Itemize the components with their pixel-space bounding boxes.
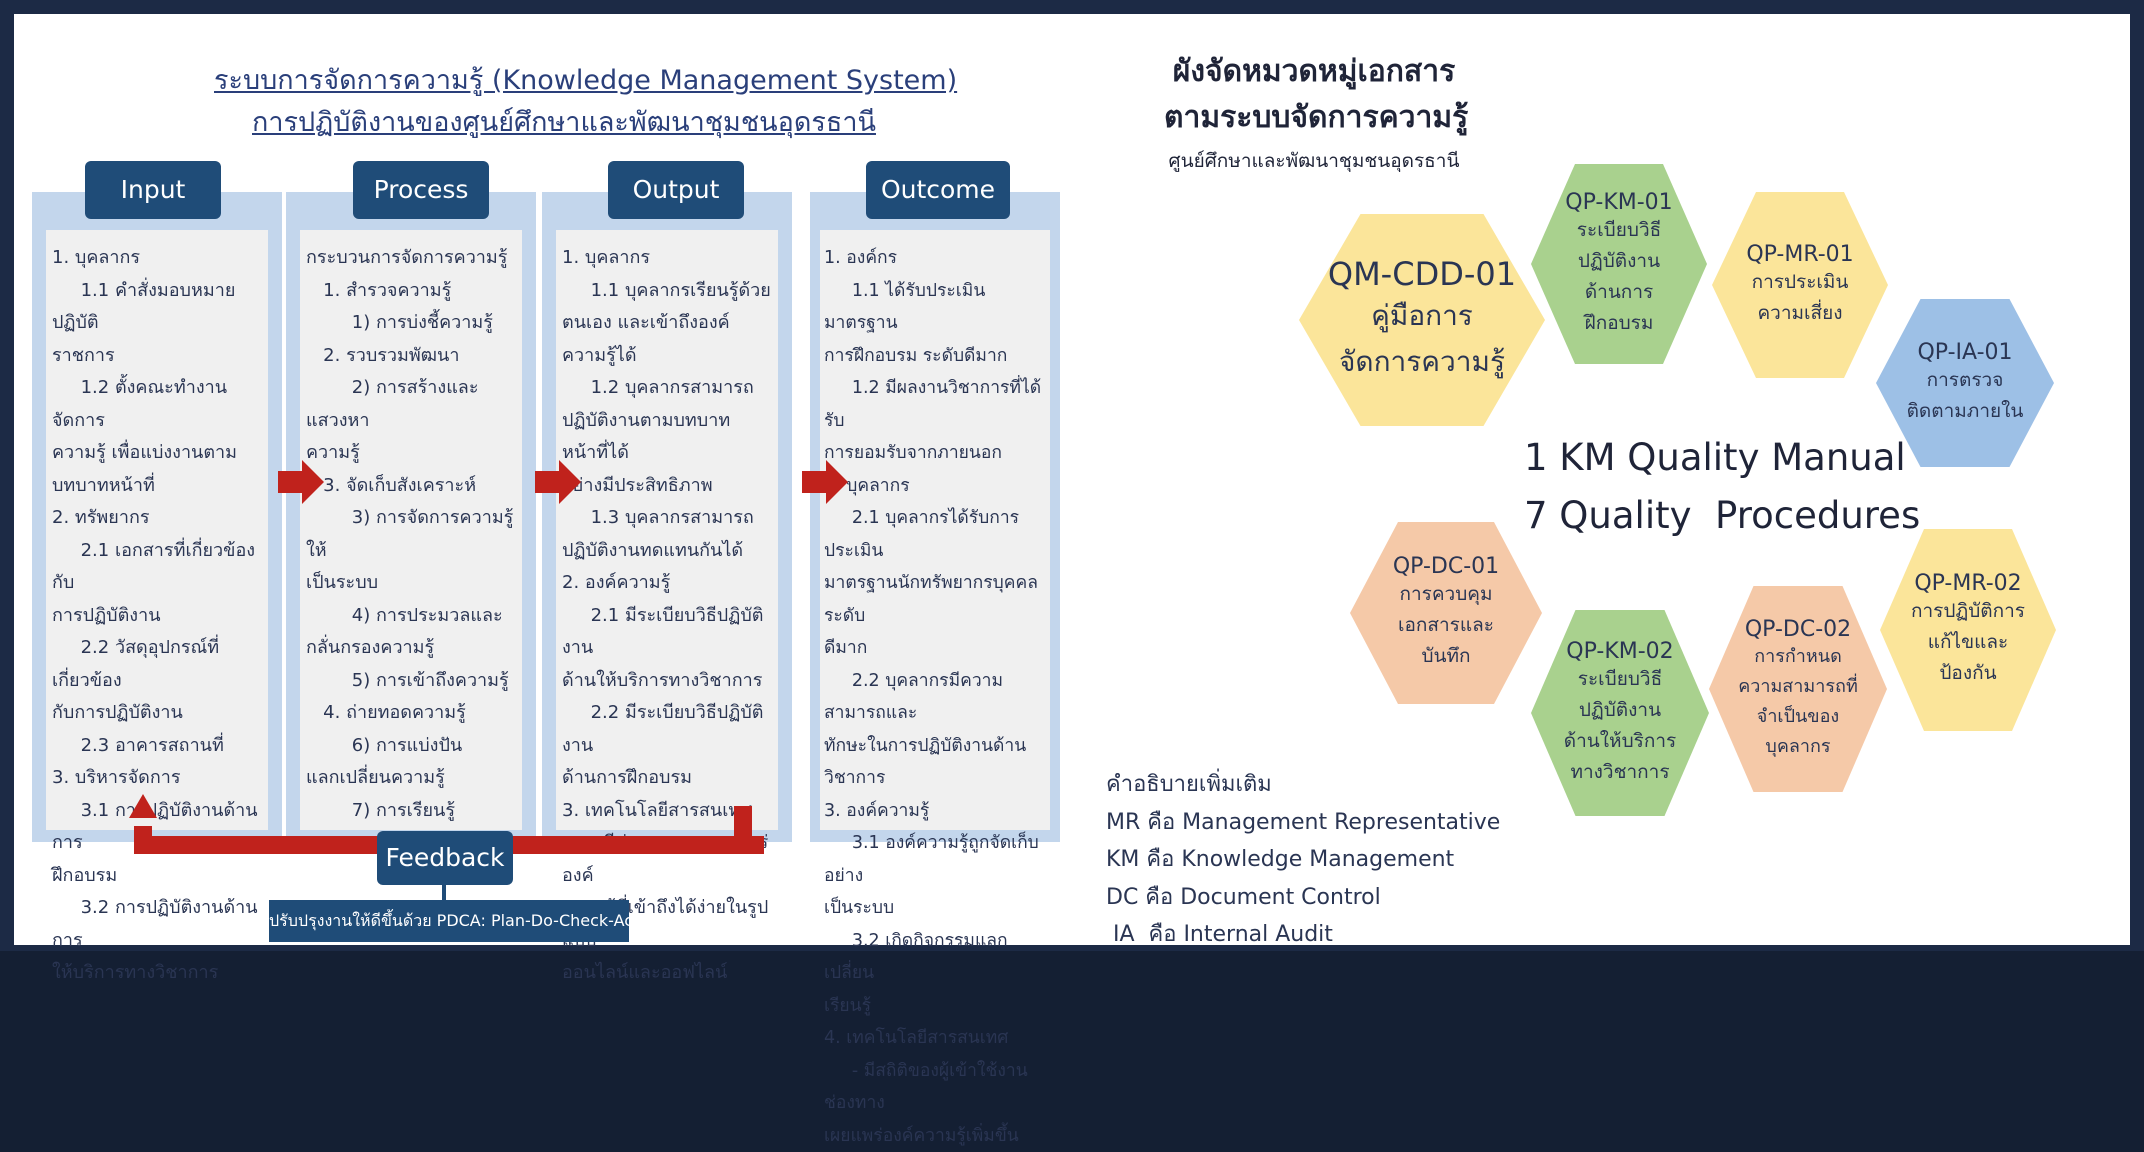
input-column: 1. บุคลากร 1.1 คำสั่งมอบหมายปฏิบัติ ราชก…	[32, 192, 282, 983]
km-system-subtitle: การปฏิบัติงานของศูนย์ศึกษาและพัฒนาชุมชนอ…	[252, 107, 876, 138]
hex-code: QP-MR-01	[1746, 241, 1854, 267]
hex-name: คู่มือการ จัดการความรู้	[1339, 299, 1505, 378]
hex-qm-cdd-01: QM-CDD-01 คู่มือการ จัดการความรู้	[1299, 214, 1545, 426]
hex-code: QP-KM-01	[1565, 189, 1673, 215]
hex-name: การปฏิบัติการ แก้ไขและ ป้องกัน	[1911, 600, 2025, 684]
outcome-header: Outcome	[866, 161, 1010, 219]
input-header: Input	[85, 161, 221, 219]
process-header: Process	[353, 161, 489, 219]
center-label-procedures: 7 Quality Procedures	[1524, 494, 1921, 537]
legend-item-mr: MR คือ Management Representative	[1106, 809, 1501, 835]
output-header: Output	[608, 161, 744, 219]
hex-name: ระเบียบวิธี ปฏิบัติงาน ด้านให้บริการ ทาง…	[1563, 667, 1677, 783]
arrow-output-to-outcome-icon	[802, 460, 848, 504]
pdca-box: ปรับปรุงงานให้ดีขึ้นด้วย PDCA: Plan-Do-C…	[269, 900, 639, 942]
feedback-connector	[442, 884, 446, 900]
hex-code: QP-IA-01	[1917, 339, 2013, 365]
process-column: กระบวนการจัดการความรู้ 1. สำรวจความรู้ 1…	[286, 192, 536, 842]
hex-qp-mr-01: QP-MR-01 การประเมิน ความเสี่ยง	[1712, 192, 1888, 378]
feedback-arrow-up-icon	[129, 794, 157, 818]
hex-code: QP-DC-02	[1744, 616, 1852, 642]
hex-name: ระเบียบวิธี ปฏิบัติงาน ด้านการ ฝึกอบรม	[1576, 218, 1662, 334]
hex-name: การตรวจ ติดตามภายใน	[1906, 368, 2024, 422]
km-system-title: ระบบการจัดการความรู้ (Knowledge Manageme…	[214, 65, 958, 96]
output-column-text: 1. บุคลากร 1.1 บุคลากรเรียนรู้ด้วย ตนเอง…	[562, 247, 771, 983]
doc-chart-subtitle: ศูนย์ศึกษาและพัฒนาชุมชนอุดรธานี	[1168, 150, 1460, 172]
feedback-box: Feedback	[377, 831, 513, 885]
hex-name: การควบคุม เอกสารและ บันทึก	[1398, 583, 1494, 667]
hex-qp-dc-01: QP-DC-01 การควบคุม เอกสารและ บันทึก	[1350, 522, 1542, 704]
legend: คำอธิบายเพิ่มเติม MR คือ Management Repr…	[1106, 766, 1500, 954]
legend-item-ia: IA คือ Internal Audit	[1106, 922, 1333, 947]
outcome-column-text: 1. องค์กร 1.1 ได้รับประเมินมาตรฐาน การฝึ…	[824, 248, 1042, 1146]
hex-qp-km-01: QP-KM-01 ระเบียบวิธี ปฏิบัติงาน ด้านการ …	[1531, 164, 1707, 364]
hex-code: QM-CDD-01	[1327, 255, 1517, 293]
legend-item-km: KM คือ Knowledge Management	[1106, 847, 1455, 872]
legend-heading: คำอธิบายเพิ่มเติม	[1106, 772, 1272, 797]
hex-code: QP-DC-01	[1392, 554, 1500, 579]
feedback-loop-return	[134, 826, 152, 854]
arrow-process-to-output-icon	[535, 460, 581, 504]
hex-code: QP-KM-02	[1566, 638, 1674, 664]
process-column-text: กระบวนการจัดการความรู้ 1. สำรวจความรู้ 1…	[306, 247, 514, 821]
hex-code: QP-MR-02	[1914, 571, 2022, 596]
hex-qp-dc-02: QP-DC-02 การกำหนด ความสามารถที่ จำเป็นขอ…	[1709, 586, 1887, 792]
doc-chart-title-line2: ตามระบบจัดการความรู้	[1164, 100, 1469, 135]
arrow-input-to-process-icon	[278, 460, 324, 504]
hex-name: การกำหนด ความสามารถที่ จำเป็นของ บุคลากร	[1738, 645, 1858, 757]
center-label-manual: 1 KM Quality Manual	[1524, 436, 1906, 479]
legend-item-dc: DC คือ Document Control	[1106, 884, 1381, 910]
feedback-loop-riser	[734, 806, 752, 854]
hex-qp-km-02: QP-KM-02 ระเบียบวิธี ปฏิบัติงาน ด้านให้บ…	[1531, 610, 1709, 816]
outcome-column: 1. องค์กร 1.1 ได้รับประเมินมาตรฐาน การฝึ…	[810, 192, 1060, 1146]
hex-qp-mr-02: QP-MR-02 การปฏิบัติการ แก้ไขและ ป้องกัน	[1880, 529, 2056, 731]
output-column: 1. บุคลากร 1.1 บุคลากรเรียนรู้ด้วย ตนเอง…	[542, 192, 792, 983]
input-column-text: 1. บุคลากร 1.1 คำสั่งมอบหมายปฏิบัติ ราชก…	[52, 247, 258, 983]
doc-chart-title: ผังจัดหมวดหมู่เอกสาร	[1172, 54, 1456, 89]
hex-name: การประเมิน ความเสี่ยง	[1751, 270, 1849, 324]
